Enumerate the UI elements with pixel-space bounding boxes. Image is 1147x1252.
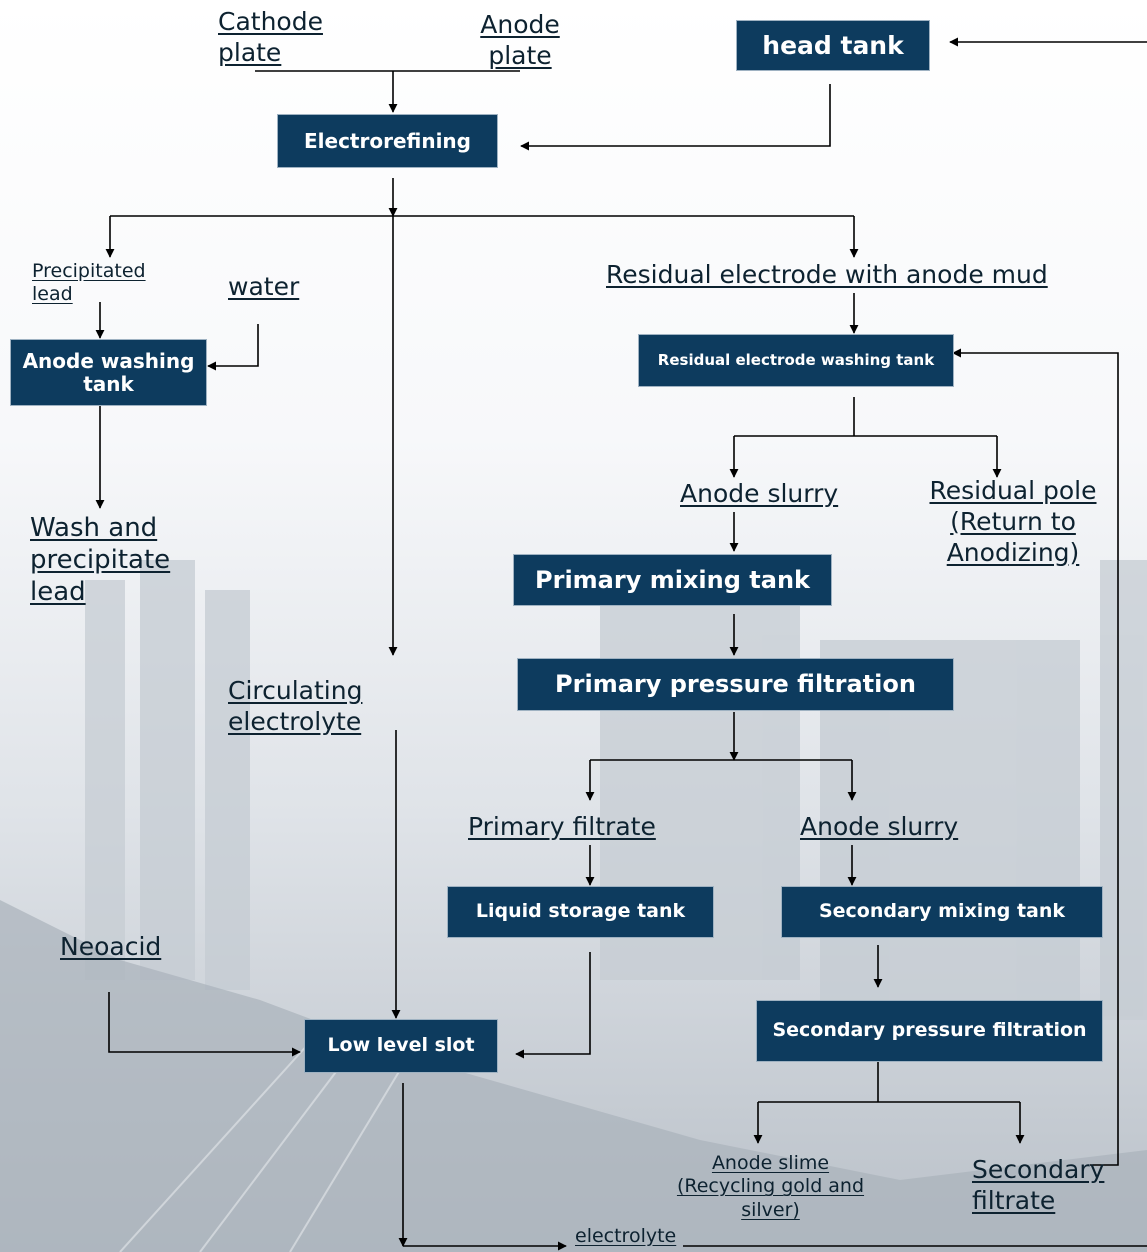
water-label: water [228, 272, 300, 301]
precipitated-lead-label: Precipitated lead [32, 260, 146, 306]
residual-electrode-washing-tank-box: Residual electrode washing tank [638, 334, 954, 387]
secondary-mixing-tank-box: Secondary mixing tank [781, 886, 1103, 938]
liquid-storage-tank-box: Liquid storage tank [447, 886, 714, 938]
electrolyte-label: electrolyte [575, 1225, 677, 1247]
wash-and-precipitate-lead-label: Wash and precipitate lead [30, 513, 171, 607]
arrow-secondary-filtrate-return [952, 348, 1119, 1166]
arrow-water-to-washing-tank [207, 324, 259, 371]
neoacid-label: Neoacid [60, 932, 162, 961]
head-tank-box: head tank [736, 20, 930, 71]
cathode-plate-label: Cathode plate [218, 7, 323, 67]
arrow-headtank-to-electrorefining [520, 84, 831, 151]
anode-slurry-label: Anode slurry [680, 479, 839, 508]
arrow-neoacid-to-low-level [108, 992, 301, 1057]
electrorefining-box: Electrorefining [277, 114, 498, 168]
circulating-electrolyte-label: Circulating electrolyte [228, 676, 363, 736]
anode-slime-label: Anode slime (Recycling gold and silver) [676, 1152, 865, 1221]
anode-slurry-2-label: Anode slurry [800, 812, 959, 841]
primary-mixing-tank-box: Primary mixing tank [513, 554, 832, 606]
residual-pole-label: Residual pole (Return to Anodizing) [929, 476, 1097, 567]
arrow-storage-to-low-level [515, 952, 591, 1059]
secondary-pressure-filtration-box: Secondary pressure filtration [756, 1000, 1103, 1062]
anode-plate-label: Anode plate [480, 10, 560, 70]
primary-pressure-filtration-box: Primary pressure filtration [517, 658, 954, 711]
residual-electrode-with-anode-mud-label: Residual electrode with anode mud [606, 260, 1048, 289]
secondary-filtrate-label: Secondary filtrate [972, 1155, 1105, 1215]
anode-washing-tank-box: Anode washing tank [10, 339, 207, 406]
low-level-slot-box: Low level slot [304, 1019, 498, 1073]
primary-filtrate-label: Primary filtrate [468, 812, 656, 841]
